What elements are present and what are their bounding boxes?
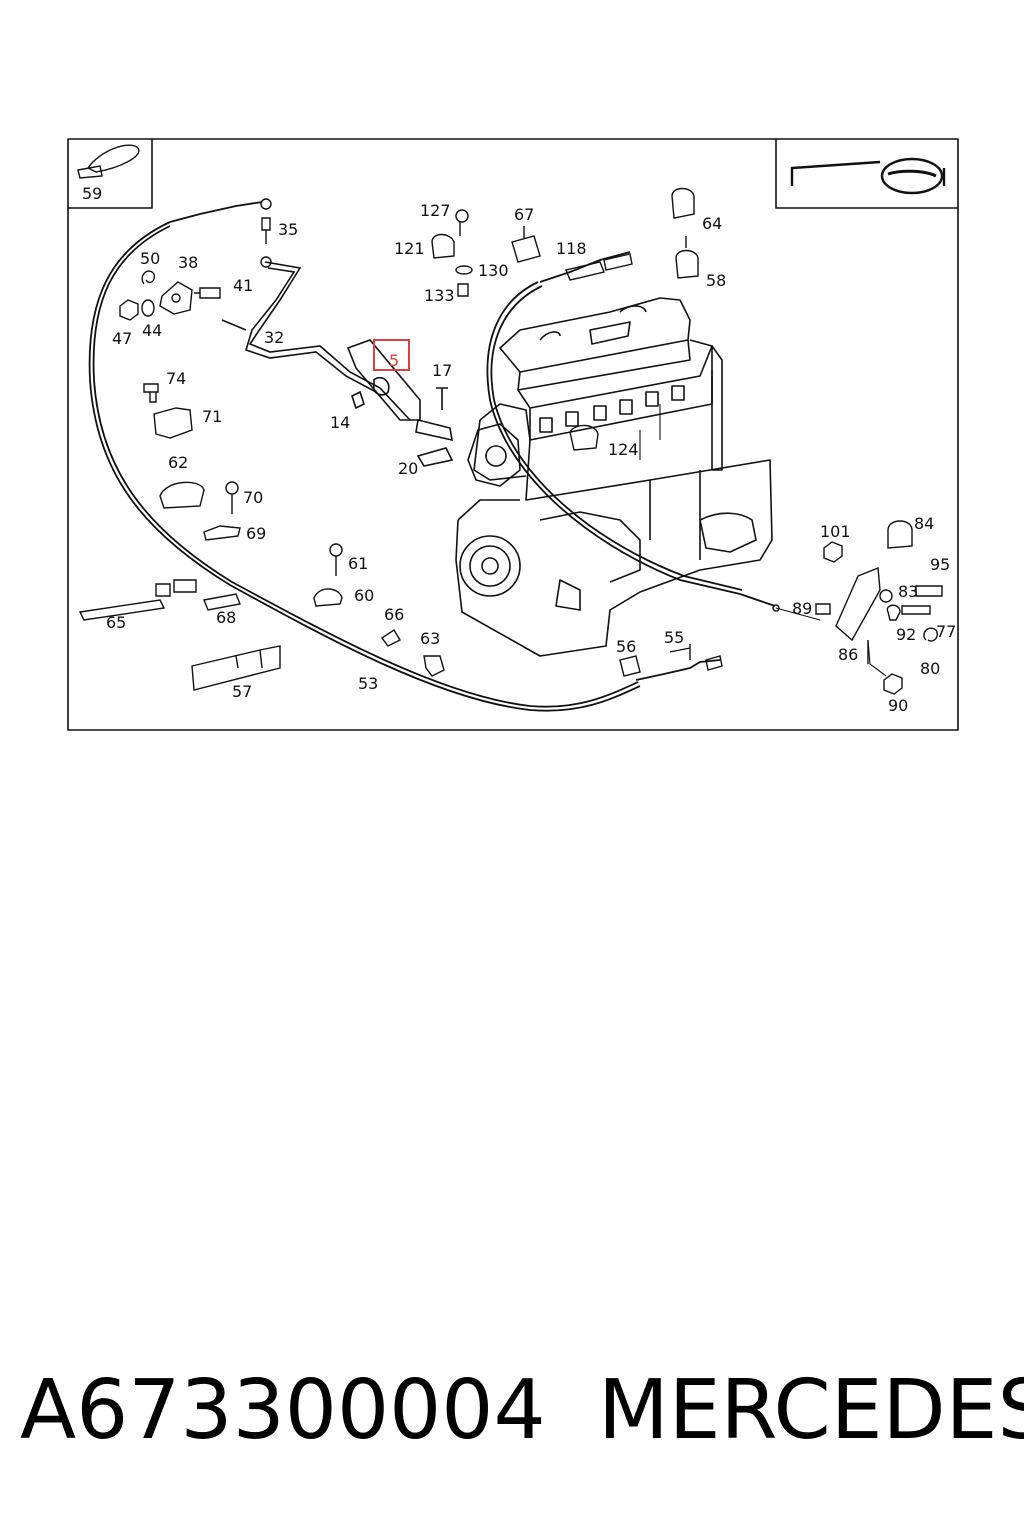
callout-66: 66 — [384, 605, 404, 624]
linkage-rod-32 — [221, 261, 411, 421]
callout-70: 70 — [243, 488, 263, 507]
callout-14: 14 — [330, 413, 350, 432]
callout-124: 124 — [608, 440, 639, 459]
callout-44: 44 — [142, 321, 162, 340]
callout-68: 68 — [216, 608, 236, 627]
callout-90: 90 — [888, 696, 908, 715]
callout-55: 55 — [664, 628, 684, 647]
callout-133: 133 — [424, 286, 455, 305]
callout-57: 57 — [232, 682, 252, 701]
callout-121: 121 — [394, 239, 425, 258]
callout-101: 101 — [820, 522, 851, 541]
callout-50: 50 — [140, 249, 160, 268]
callout-5: 5 — [389, 351, 399, 370]
callout-130: 130 — [478, 261, 509, 280]
callout-labels: 59 127 67 64 35 121 118 130 133 58 50 38… — [82, 184, 956, 715]
part-number: A673300004 — [20, 1363, 546, 1458]
callout-38: 38 — [178, 253, 198, 272]
cable-route-icon — [790, 157, 946, 195]
pedal-assembly — [346, 339, 454, 467]
callout-95: 95 — [930, 555, 950, 574]
highlight-box — [373, 339, 410, 371]
callout-127: 127 — [420, 201, 451, 220]
callout-118: 118 — [556, 239, 587, 258]
callout-58: 58 — [706, 271, 726, 290]
callout-20: 20 — [398, 459, 418, 478]
callout-83: 83 — [898, 582, 918, 601]
callout-77: 77 — [936, 622, 956, 641]
engine-block-illustration — [455, 297, 773, 657]
callout-67: 67 — [514, 205, 534, 224]
callout-74: 74 — [166, 369, 186, 388]
callout-62: 62 — [168, 453, 188, 472]
callout-61: 61 — [348, 554, 368, 573]
callout-47: 47 — [112, 329, 132, 348]
callout-35: 35 — [278, 220, 298, 239]
diagram-frame — [67, 138, 959, 731]
callout-32: 32 — [264, 328, 284, 347]
callout-86: 86 — [838, 645, 858, 664]
leader-lines — [639, 404, 887, 677]
callout-80: 80 — [920, 659, 940, 678]
callout-53: 53 — [358, 674, 378, 693]
callout-59: 59 — [82, 184, 102, 203]
callout-84: 84 — [914, 514, 934, 533]
callout-63: 63 — [420, 629, 440, 648]
callout-64: 64 — [702, 214, 722, 233]
small-parts — [78, 187, 943, 695]
callout-69: 69 — [246, 524, 266, 543]
callout-71: 71 — [202, 407, 222, 426]
inset-box-route — [775, 138, 959, 209]
callout-89: 89 — [792, 599, 812, 618]
manufacturer-name: MERCEDES — [598, 1363, 1024, 1458]
callout-65: 65 — [106, 613, 126, 632]
callout-56: 56 — [616, 637, 636, 656]
callout-92: 92 — [896, 625, 916, 644]
callout-60: 60 — [354, 586, 374, 605]
cable-tie-icon — [77, 144, 140, 179]
callout-41: 41 — [233, 276, 253, 295]
inset-box-59 — [67, 138, 153, 209]
callout-17: 17 — [432, 361, 452, 380]
